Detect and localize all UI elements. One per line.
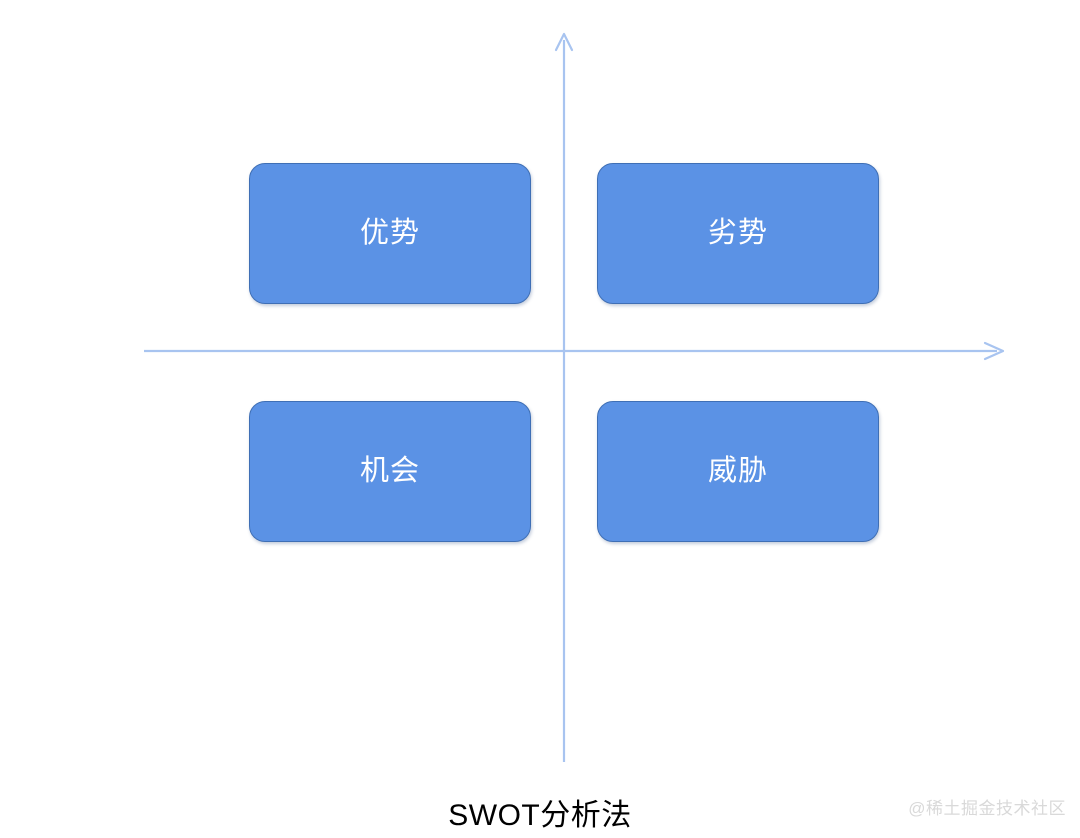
horizontal-axis-arrow-icon: [983, 341, 1005, 361]
quadrant-box-weaknesses[interactable]: 劣势: [597, 163, 879, 304]
quadrant-label-opportunities: 机会: [359, 455, 420, 487]
quadrant-box-strengths[interactable]: 优势: [249, 163, 531, 304]
quadrant-label-strengths: 优势: [359, 217, 420, 249]
quadrant-label-weaknesses: 劣势: [707, 217, 768, 249]
diagram-caption: SWOT分析法: [448, 799, 632, 832]
watermark: @稀土掘金技术社区: [908, 799, 1066, 818]
quadrant-box-opportunities[interactable]: 机会: [249, 401, 531, 542]
quadrant-box-threats[interactable]: 威胁: [597, 401, 879, 542]
vertical-axis-arrow-icon: [554, 32, 574, 52]
quadrant-label-threats: 威胁: [707, 455, 768, 487]
